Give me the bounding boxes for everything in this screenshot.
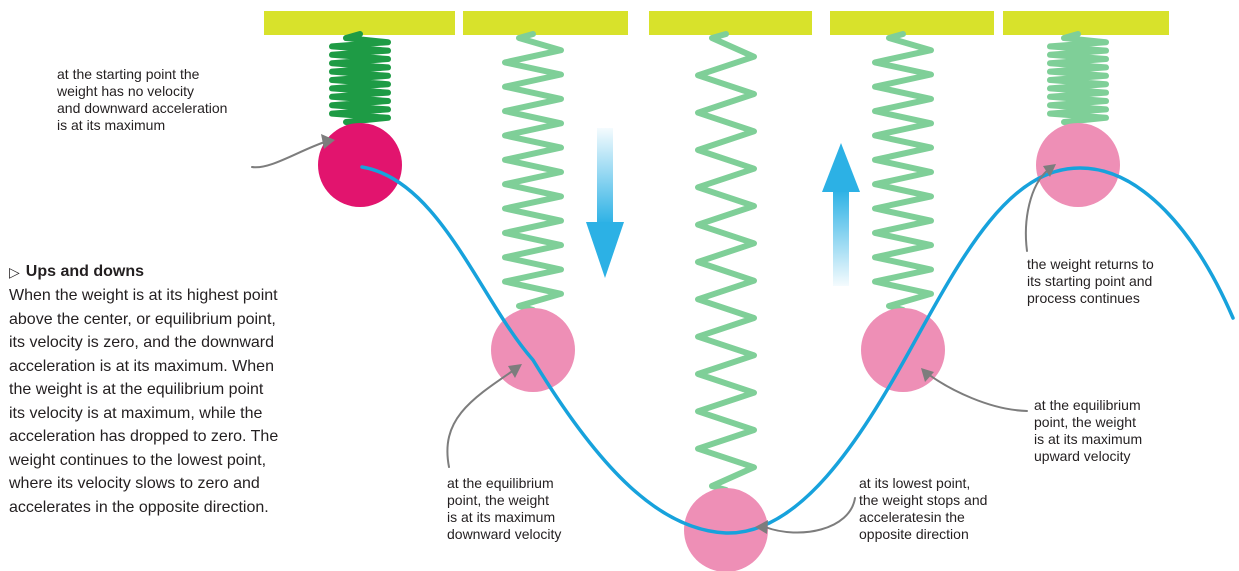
label-lowest-point: at its lowest point, the weight stops an… [859, 475, 987, 543]
label-returns: the weight returns to its starting point… [1027, 256, 1154, 307]
ceiling-eq-up [830, 11, 994, 35]
triangle-marker-icon: ▷ [9, 260, 20, 284]
caption-title: ▷ Ups and downs [9, 260, 389, 284]
label-starting-point: at the starting point the weight has no … [57, 66, 227, 134]
label-equilibrium-down: at the equilibrium point, the weight is … [447, 475, 561, 543]
spring-eq-up [875, 34, 931, 310]
ceiling-eq-down [463, 11, 628, 35]
ceiling-lowest [649, 11, 812, 35]
down-arrow-icon [586, 128, 624, 278]
spring-eq-down [505, 34, 561, 310]
up-arrow-icon [822, 143, 860, 286]
callout-eq-up [928, 374, 1027, 411]
label-equilibrium-up: at the equilibrium point, the weight is … [1034, 397, 1142, 465]
weight-start [318, 123, 402, 207]
spring-returns [1050, 34, 1106, 126]
callout-start [252, 142, 325, 167]
spring-lowest [698, 34, 754, 490]
caption-body: When the weight is at its highest point … [9, 284, 389, 519]
ceiling-returns [1003, 11, 1169, 35]
callout-eq-down [447, 370, 514, 467]
weight-returns [1036, 123, 1120, 207]
sidebar-caption: ▷ Ups and downs When the weight is at it… [9, 260, 389, 519]
spring-start [332, 34, 388, 126]
weight-eq-up [861, 308, 945, 392]
callout-lowest [765, 498, 855, 533]
